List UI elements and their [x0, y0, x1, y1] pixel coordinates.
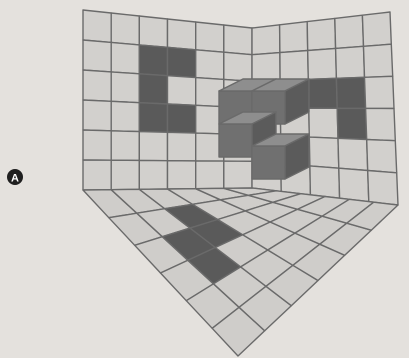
right-wall-cell: [338, 138, 368, 170]
left-wall-cell: [111, 13, 139, 45]
left-wall-cell: [83, 130, 111, 160]
right-wall-cell: [364, 44, 393, 77]
left-wall-cell: [83, 100, 111, 131]
left-wall-cell: [83, 10, 111, 42]
left-wall-shaded-cell: [139, 103, 167, 133]
right-wall-cell: [366, 108, 396, 140]
right-wall-cell: [309, 137, 339, 168]
left-wall-cell: [111, 72, 139, 103]
cube-front-face: [252, 146, 285, 179]
left-wall-cell: [83, 160, 111, 190]
left-wall-shaded-cell: [168, 47, 196, 77]
right-wall-cell: [280, 22, 308, 53]
right-wall-shaded-cell: [336, 77, 365, 108]
right-wall-cell: [362, 12, 391, 46]
left-wall-cell: [168, 161, 196, 189]
floor: [83, 188, 398, 356]
left-wall-cell: [139, 160, 167, 189]
left-wall-cell: [139, 132, 167, 161]
left-wall-cell: [168, 19, 196, 50]
left-wall-cell: [168, 132, 196, 161]
right-wall-cell: [367, 140, 397, 173]
right-wall-cell: [308, 48, 337, 79]
left-wall-shaded-cell: [139, 74, 167, 104]
right-wall-cell: [252, 53, 280, 82]
right-wall-shaded-cell: [308, 78, 337, 108]
left-wall-cell: [196, 22, 224, 52]
left-wall-cell: [111, 131, 139, 161]
right-wall-cell: [365, 76, 395, 108]
left-wall-cell: [196, 161, 224, 189]
left-wall-cell: [224, 161, 252, 188]
right-wall-cell: [252, 25, 280, 55]
left-wall-cell: [168, 76, 196, 106]
left-wall-cell: [111, 42, 139, 73]
right-wall-cell: [310, 166, 340, 198]
left-wall-cell: [196, 50, 224, 80]
left-wall-shaded-cell: [139, 45, 167, 76]
left-wall-cell: [111, 101, 139, 131]
right-wall-cell: [339, 168, 369, 201]
right-wall-cell: [309, 108, 338, 138]
right-wall-shaded-cell: [337, 108, 367, 139]
right-wall-cell: [336, 46, 365, 78]
right-wall-cell: [280, 51, 308, 81]
left-wall-cell: [224, 52, 252, 81]
right-wall-cell: [335, 15, 364, 48]
left-wall-shaded-cell: [168, 104, 196, 133]
option-label: A: [11, 173, 19, 185]
left-wall-cell: [111, 160, 139, 190]
left-wall-cell: [139, 16, 167, 47]
left-wall-cell: [83, 40, 111, 72]
cube-front-face: [219, 124, 252, 157]
right-wall-cell: [368, 171, 398, 206]
right-wall-cell: [307, 18, 335, 50]
option-badge[interactable]: A: [7, 169, 23, 185]
left-wall-cell: [224, 25, 252, 55]
left-wall-cell: [83, 70, 111, 101]
